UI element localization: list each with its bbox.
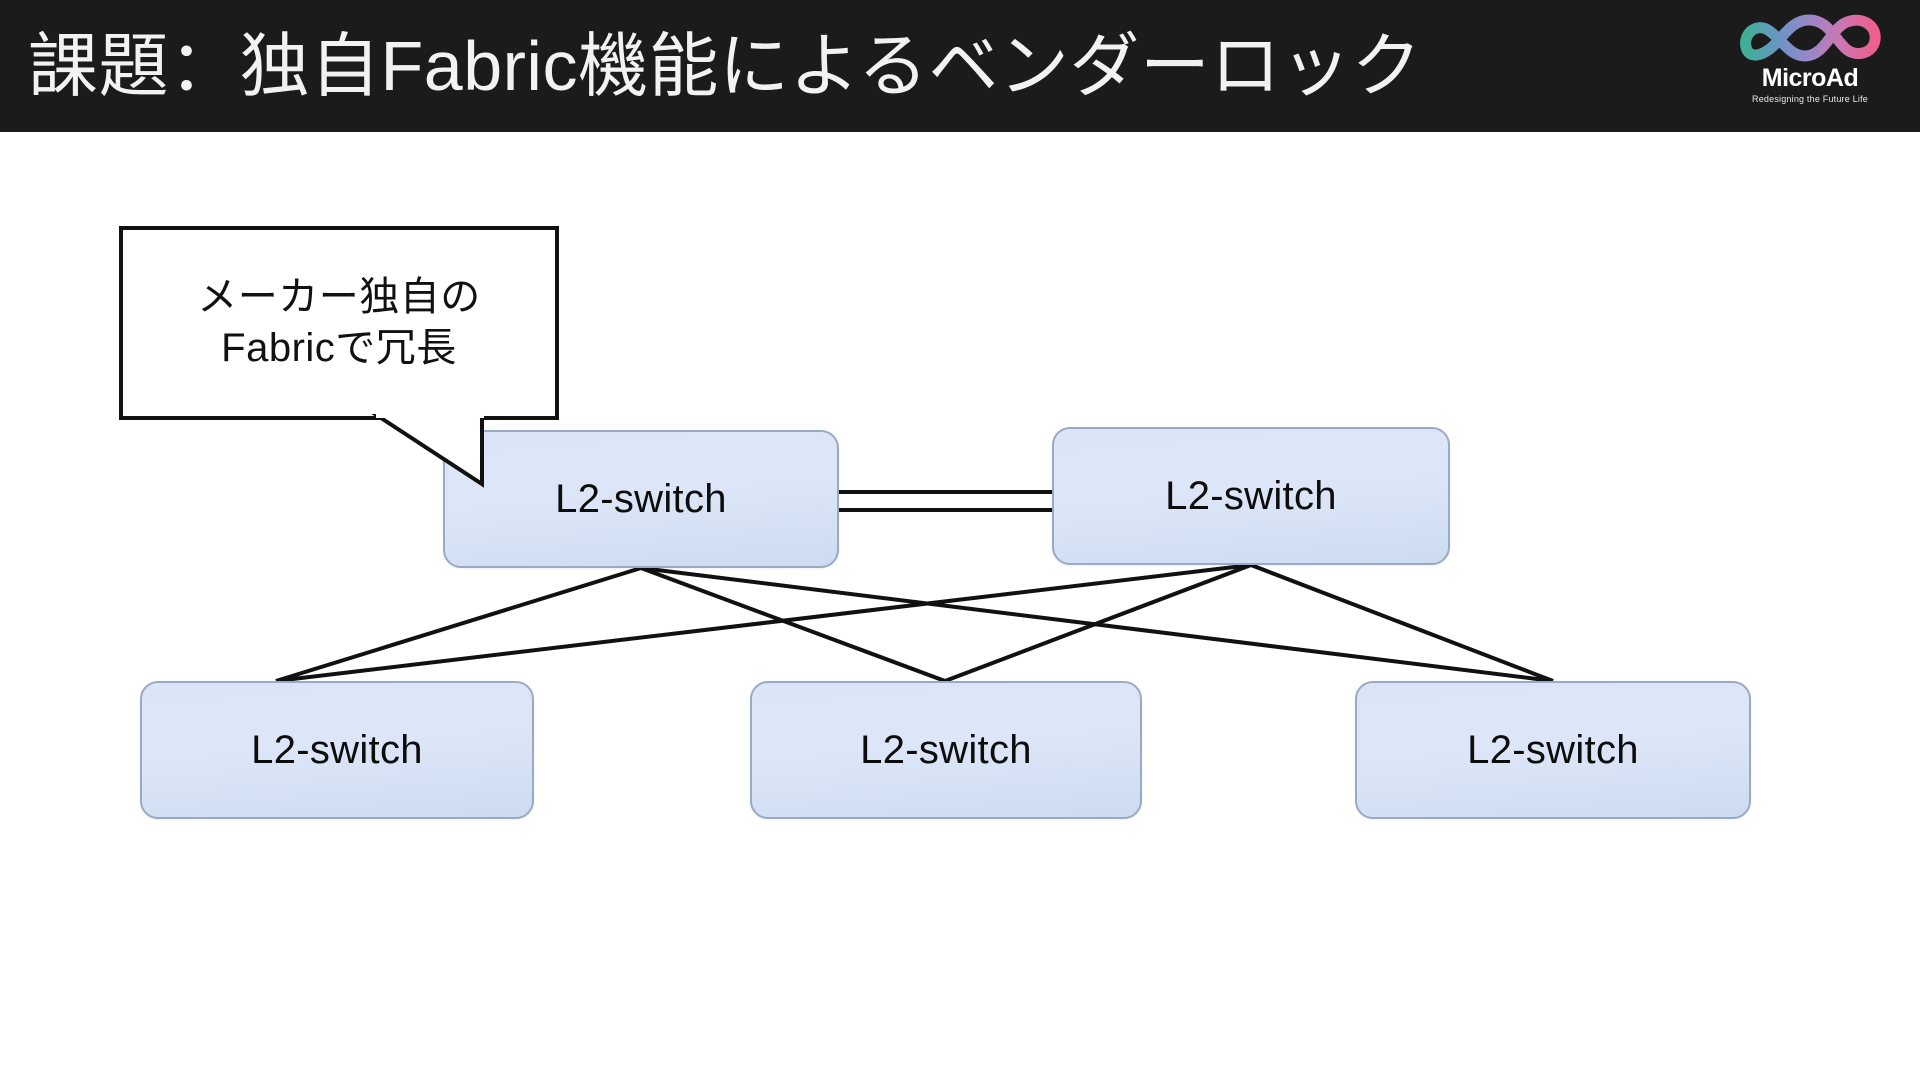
node-label: L2-switch: [1467, 728, 1639, 772]
edge-spine-left-leaf-2: [640, 566, 946, 683]
edge-spine-right-leaf-1: [275, 563, 1252, 683]
edge-spine-right-leaf-2: [944, 563, 1252, 683]
node-leaf-1[interactable]: L2-switch: [140, 681, 534, 819]
node-label: L2-switch: [1165, 474, 1337, 518]
callout-line-1: メーカー独自の: [197, 274, 481, 319]
edge-spine-right-leaf-3: [1250, 563, 1554, 683]
slide-canvas: L2-switch L2-switch L2-switch L2-switch …: [0, 132, 1920, 1080]
callout-text: メーカー独自の Fabricで冗長: [197, 272, 481, 374]
node-leaf-2[interactable]: L2-switch: [750, 681, 1142, 819]
node-spine-left[interactable]: L2-switch: [443, 430, 839, 568]
logo-wordmark: MicroAd: [1761, 64, 1859, 92]
logo-tagline: Redesigning the Future Life: [1752, 94, 1868, 104]
node-spine-right[interactable]: L2-switch: [1052, 427, 1450, 565]
slide-header: 課題：独自Fabric機能によるベンダーロック MicroAd Redesign…: [0, 0, 1920, 132]
edge-spine-left-leaf-3: [640, 566, 1554, 683]
node-leaf-3[interactable]: L2-switch: [1355, 681, 1751, 819]
page-title: 課題：独自Fabric機能によるベンダーロック: [28, 27, 1422, 105]
node-label: L2-switch: [251, 728, 423, 772]
callout-line-2: Fabricで冗長: [221, 326, 457, 370]
edge-spine-left-leaf-1: [275, 566, 642, 683]
brand-logo: MicroAd Redesigning the Future Life: [1720, 6, 1900, 126]
node-label: L2-switch: [860, 728, 1032, 772]
callout-box: メーカー独自の Fabricで冗長: [119, 226, 559, 420]
infinity-ribbon-icon: [1740, 14, 1881, 62]
node-label: L2-switch: [555, 477, 727, 521]
